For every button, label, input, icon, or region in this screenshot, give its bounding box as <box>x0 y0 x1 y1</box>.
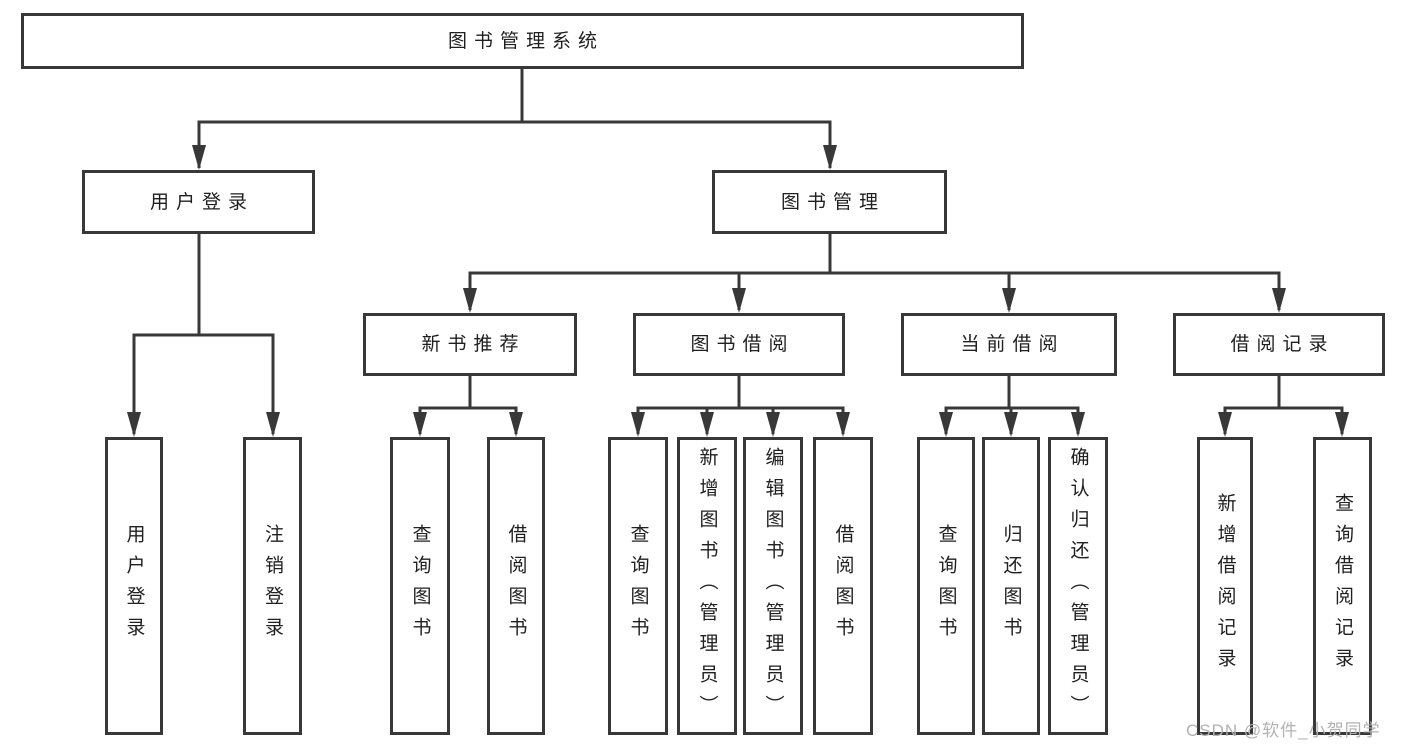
leaf-query-books: 查询图书 <box>917 437 975 735</box>
node-book-management: 图书管理 <box>712 170 947 234</box>
node-user-login: 用户登录 <box>82 170 315 234</box>
leaf-query-books: 查询图书 <box>390 437 450 735</box>
node-book-management-system: 图书管理系统 <box>21 13 1024 69</box>
leaf-borrow-books: 借阅图书 <box>487 437 545 735</box>
leaf-return-books: 归还图书 <box>982 437 1040 735</box>
node-current-borrow: 当前借阅 <box>901 313 1117 376</box>
node-book-borrow: 图书借阅 <box>633 313 845 376</box>
node-new-book-recommend: 新书推荐 <box>363 313 577 376</box>
leaf-edit-book-admin: 编辑图书（管理员） <box>743 437 803 735</box>
leaf-query-borrow-record: 查询借阅记录 <box>1313 437 1372 735</box>
leaf-borrow-books: 借阅图书 <box>813 437 873 735</box>
node-borrow-records: 借阅记录 <box>1173 313 1385 376</box>
leaf-add-borrow-record: 新增借阅记录 <box>1197 437 1253 735</box>
leaf-user-login: 用户登录 <box>105 437 163 735</box>
leaf-logout: 注销登录 <box>243 437 302 735</box>
leaf-confirm-return-admin: 确认归还（管理员） <box>1048 437 1108 735</box>
leaf-query-books: 查询图书 <box>608 437 668 735</box>
csdn-watermark: CSDN @软件_小贺同学 <box>1186 721 1381 740</box>
leaf-add-book-admin: 新增图书（管理员） <box>677 437 737 735</box>
